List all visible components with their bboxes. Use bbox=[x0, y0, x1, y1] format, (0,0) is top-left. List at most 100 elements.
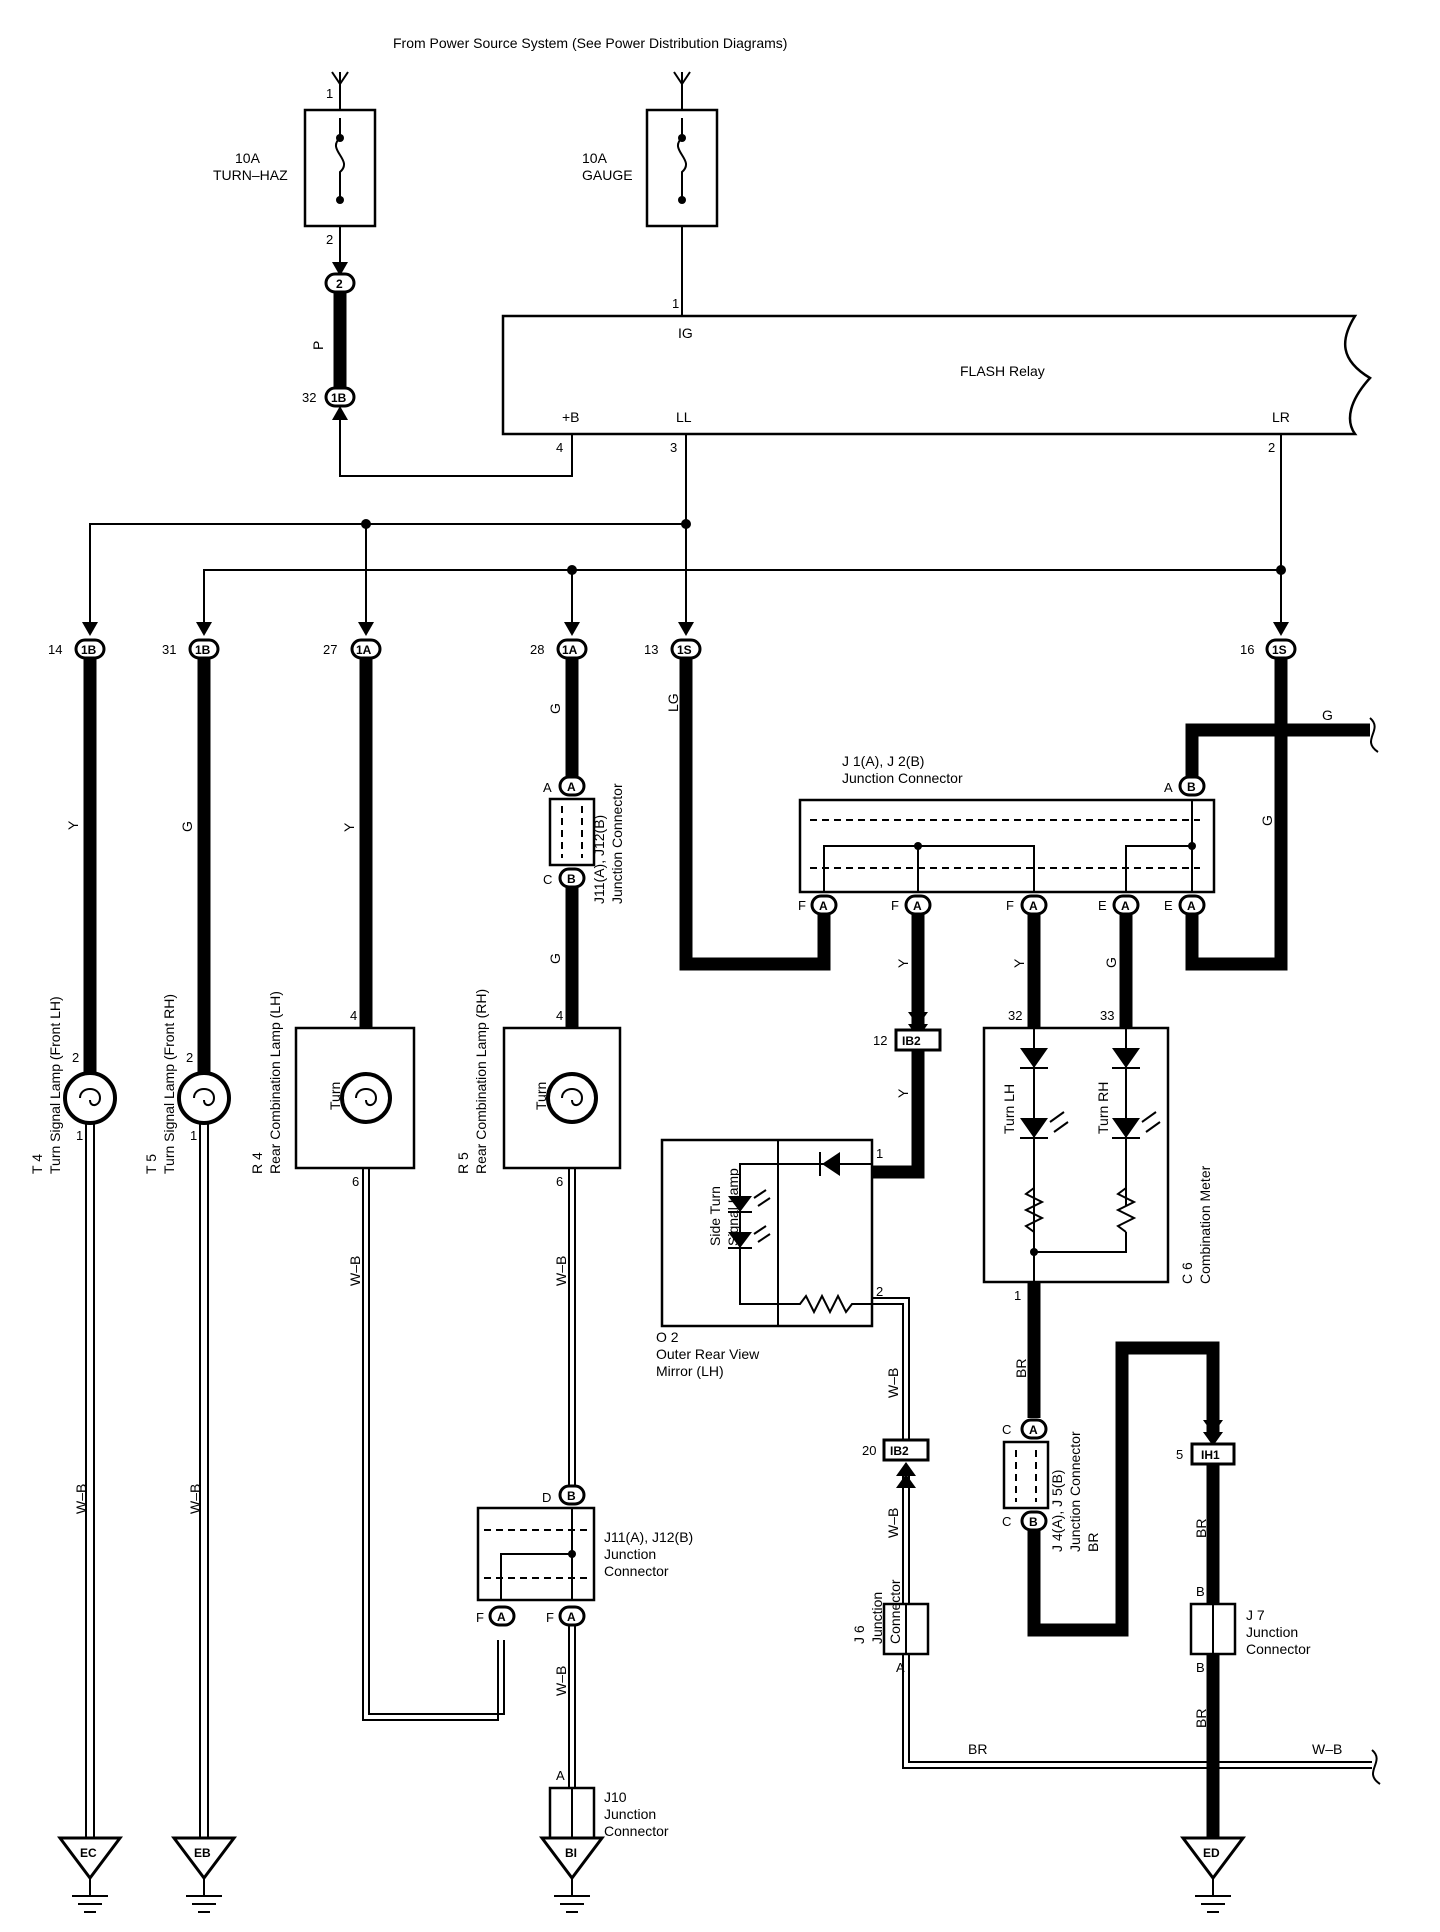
svg-text:4: 4 bbox=[556, 440, 563, 455]
svg-text:IH1: IH1 bbox=[1201, 1448, 1220, 1462]
svg-text:2: 2 bbox=[186, 1050, 193, 1065]
junction-j1-j2: J 1(A), J 2(B) Junction Connector A B F … bbox=[798, 753, 1216, 916]
fuse-turn-haz-rating: 10A bbox=[235, 150, 261, 166]
svg-text:G: G bbox=[1259, 815, 1275, 826]
svg-text:A: A bbox=[543, 780, 552, 795]
rear-combination-lamp-lh: Y 4 Turn 6 W–B R 4 Rear Combination Lamp… bbox=[249, 658, 505, 1721]
svg-text:IB2: IB2 bbox=[902, 1034, 921, 1048]
svg-text:1S: 1S bbox=[677, 643, 692, 657]
heavy-wires-right: LG G G Y Y G bbox=[665, 658, 1379, 1038]
connector-ih1-j7: IH1 5 BR B B J 7 Junction Connector BR bbox=[1176, 1442, 1311, 1838]
svg-text:Y: Y bbox=[341, 822, 357, 832]
fuse-gauge: 10A GAUGE bbox=[582, 71, 719, 316]
turn-signal-lamp-front-rh: G 2 1 W–B T 5 Turn Signal Lamp (Front RH… bbox=[143, 658, 231, 1838]
svg-text:A: A bbox=[1121, 899, 1130, 913]
svg-text:Combination Meter: Combination Meter bbox=[1197, 1165, 1213, 1284]
svg-text:1B: 1B bbox=[331, 391, 347, 405]
svg-text:1S: 1S bbox=[1272, 643, 1287, 657]
svg-text:6: 6 bbox=[352, 1174, 359, 1189]
svg-text:E: E bbox=[1164, 898, 1173, 913]
svg-text:IG: IG bbox=[678, 325, 693, 341]
connector-ib2-20: IB2 20 W–B bbox=[862, 1438, 930, 1604]
svg-text:EB: EB bbox=[194, 1846, 211, 1860]
fuse-gauge-rating: 10A bbox=[582, 150, 608, 166]
svg-text:16: 16 bbox=[1240, 642, 1254, 657]
svg-text:Connector: Connector bbox=[887, 1579, 903, 1644]
top-connectors: 1B 14 1B 31 1A 27 1A 28 1S 13 1S 16 bbox=[48, 622, 1297, 660]
svg-text:T 5: T 5 bbox=[143, 1154, 159, 1174]
svg-text:Junction Connector: Junction Connector bbox=[1067, 1431, 1083, 1552]
svg-text:ED: ED bbox=[1203, 1846, 1220, 1860]
svg-text:Turn Signal Lamp (Front LH): Turn Signal Lamp (Front LH) bbox=[47, 996, 63, 1174]
svg-text:LL: LL bbox=[676, 409, 692, 425]
svg-text:Turn: Turn bbox=[533, 1082, 549, 1110]
svg-text:1: 1 bbox=[76, 1128, 83, 1143]
svg-text:C: C bbox=[1002, 1514, 1011, 1529]
svg-text:BR: BR bbox=[1085, 1533, 1101, 1552]
svg-text:J 4(A), J 5(B): J 4(A), J 5(B) bbox=[1049, 1470, 1065, 1552]
fuse-gauge-name: GAUGE bbox=[582, 167, 633, 183]
svg-text:Side Turn: Side Turn bbox=[707, 1186, 723, 1246]
svg-text:W–B: W–B bbox=[1312, 1741, 1342, 1757]
svg-text:1: 1 bbox=[1014, 1288, 1021, 1303]
svg-text:2: 2 bbox=[336, 277, 343, 291]
svg-text:BR: BR bbox=[1193, 1709, 1209, 1728]
svg-text:B: B bbox=[1029, 1515, 1038, 1529]
svg-text:Y: Y bbox=[65, 820, 81, 830]
svg-text:Turn Signal Lamp (Front RH): Turn Signal Lamp (Front RH) bbox=[161, 994, 177, 1174]
svg-text:1B: 1B bbox=[81, 643, 97, 657]
svg-text:A: A bbox=[567, 780, 576, 794]
ground-ec: EC bbox=[57, 1836, 123, 1913]
svg-text:6: 6 bbox=[556, 1174, 563, 1189]
svg-text:C: C bbox=[1002, 1422, 1011, 1437]
svg-text:1: 1 bbox=[672, 296, 679, 311]
svg-text:Connector: Connector bbox=[604, 1823, 669, 1839]
svg-text:+B: +B bbox=[562, 409, 580, 425]
svg-text:R 4: R 4 bbox=[249, 1152, 265, 1174]
svg-text:Rear Combination Lamp (LH): Rear Combination Lamp (LH) bbox=[267, 991, 283, 1174]
svg-text:1A: 1A bbox=[356, 643, 372, 657]
svg-text:W–B: W–B bbox=[885, 1508, 901, 1538]
svg-text:28: 28 bbox=[530, 642, 544, 657]
junction-j4-j5: BR C A C B J 4(A), J 5(B) Junction Conne… bbox=[1002, 1282, 1223, 1637]
svg-text:1B: 1B bbox=[195, 643, 211, 657]
flash-relay-name: FLASH Relay bbox=[960, 363, 1045, 379]
svg-text:4: 4 bbox=[556, 1008, 563, 1023]
fuse-turn-haz-pin-out: 2 bbox=[326, 232, 333, 247]
svg-text:32: 32 bbox=[302, 390, 316, 405]
flash-relay: FLASH Relay 1 IG +B LL LR 4 3 2 bbox=[501, 296, 1372, 570]
svg-text:W–B: W–B bbox=[553, 1666, 569, 1696]
svg-text:A: A bbox=[896, 1660, 905, 1675]
junction-j11-j12-lower: D B F A F A J11(A), J12(B) Junction Conn… bbox=[476, 1484, 693, 1788]
svg-text:5: 5 bbox=[1176, 1447, 1183, 1462]
svg-text:2: 2 bbox=[72, 1050, 79, 1065]
svg-text:2: 2 bbox=[1268, 440, 1275, 455]
svg-text:Turn RH: Turn RH bbox=[1095, 1082, 1111, 1134]
combination-meter: 32 33 Turn LH Turn RH C 6 Combination Me… bbox=[982, 1008, 1213, 1303]
outer-rear-view-mirror-lh: 1 2 Side Turn Signal Lamp O 2 Outer Rear… bbox=[656, 1138, 910, 1440]
svg-text:Y: Y bbox=[1011, 958, 1027, 968]
svg-text:W–B: W–B bbox=[187, 1484, 203, 1514]
svg-text:1: 1 bbox=[876, 1146, 883, 1161]
svg-text:A: A bbox=[1164, 780, 1173, 795]
svg-text:F: F bbox=[891, 898, 899, 913]
svg-text:BR: BR bbox=[1013, 1359, 1029, 1378]
svg-text:Y: Y bbox=[895, 1088, 911, 1098]
svg-text:G: G bbox=[1103, 957, 1119, 968]
turn-signal-lamp-front-lh: Y 2 1 W–B T 4 Turn Signal Lamp (Front LH… bbox=[29, 658, 117, 1838]
svg-text:Junction: Junction bbox=[604, 1806, 656, 1822]
junction-j10: A J10 Junction Connector bbox=[548, 1768, 669, 1840]
svg-text:A: A bbox=[497, 1610, 506, 1624]
svg-text:31: 31 bbox=[162, 642, 176, 657]
svg-text:Junction Connector: Junction Connector bbox=[609, 783, 625, 904]
svg-text:1A: 1A bbox=[562, 643, 578, 657]
svg-text:R 5: R 5 bbox=[455, 1152, 471, 1174]
svg-text:J11(A), J12(B): J11(A), J12(B) bbox=[604, 1529, 693, 1545]
svg-text:Junction: Junction bbox=[1246, 1624, 1298, 1640]
svg-text:W–B: W–B bbox=[73, 1484, 89, 1514]
svg-text:G: G bbox=[547, 953, 563, 964]
svg-text:G: G bbox=[179, 821, 195, 832]
svg-text:Rear Combination Lamp (RH): Rear Combination Lamp (RH) bbox=[473, 989, 489, 1174]
fuse-turn-haz: 1 10A TURN–HAZ 2 bbox=[213, 71, 377, 270]
svg-text:A: A bbox=[1029, 1423, 1038, 1437]
